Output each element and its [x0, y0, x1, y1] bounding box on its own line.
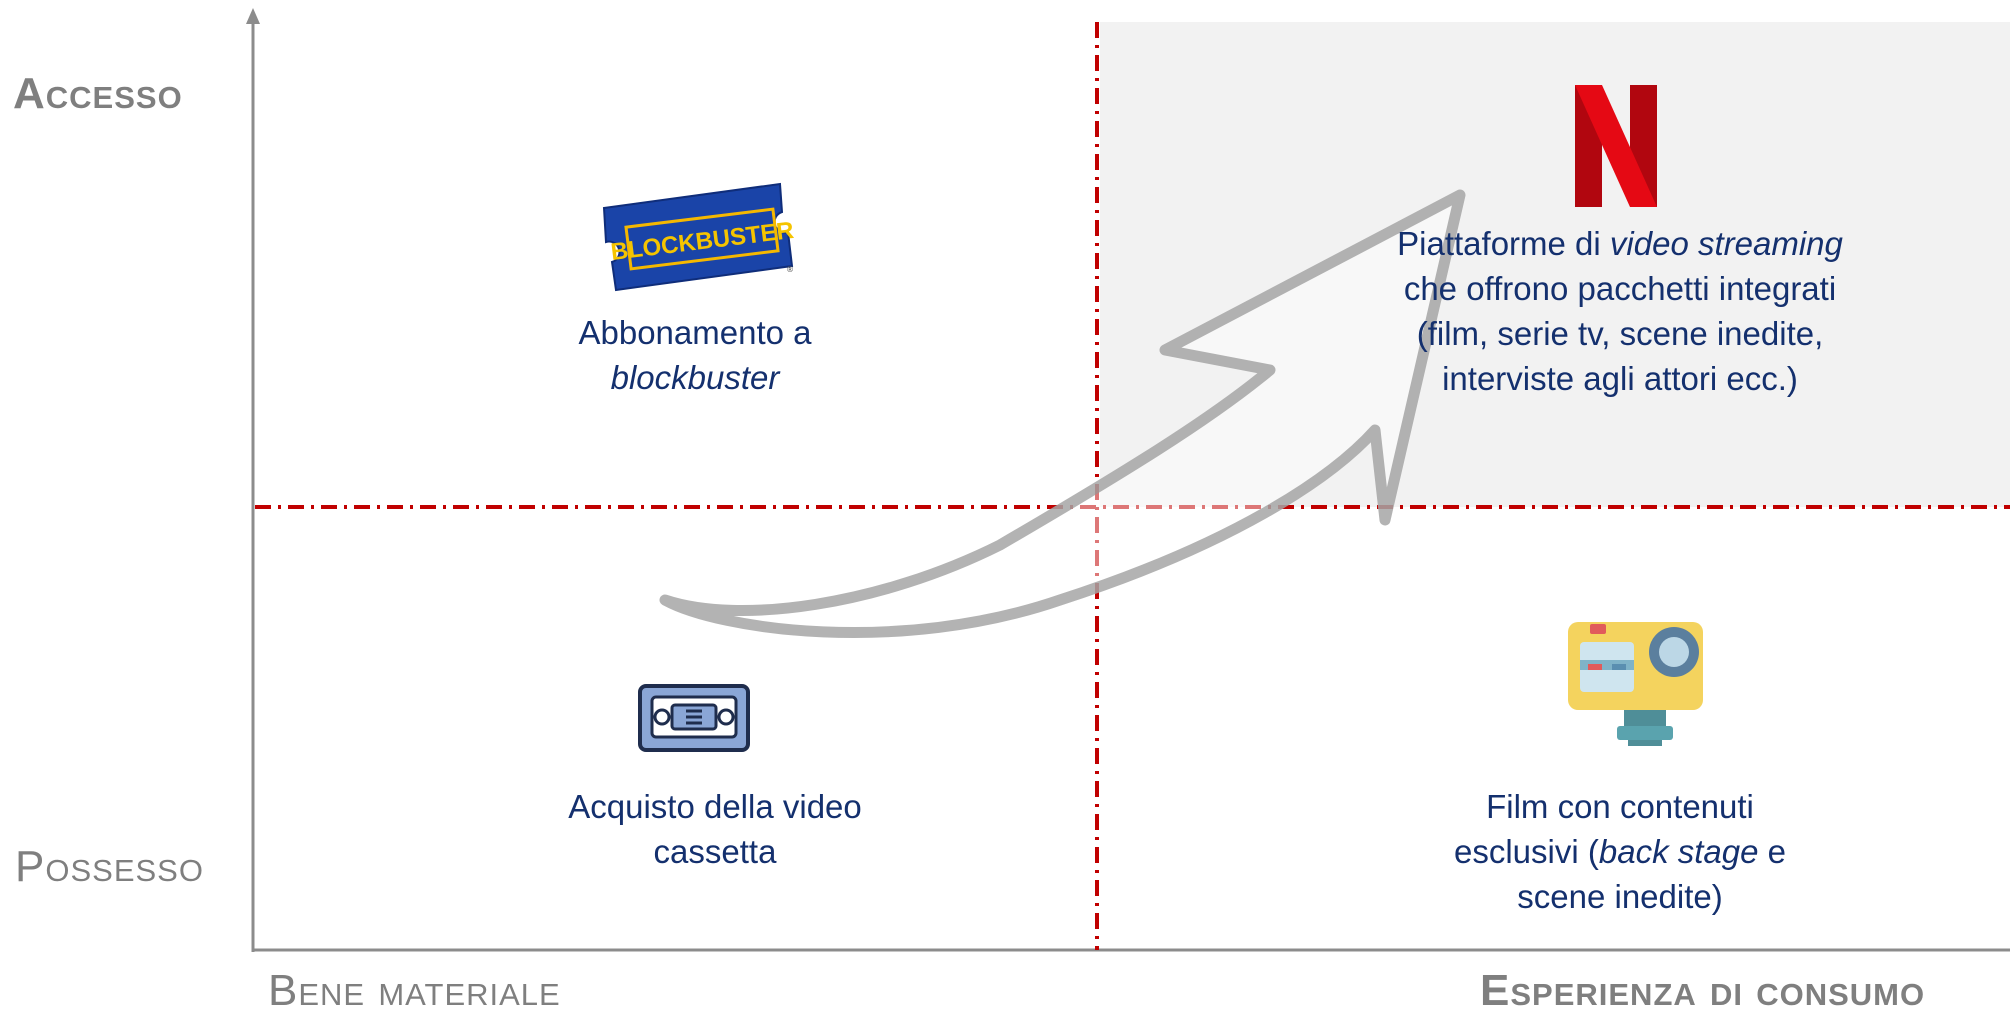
caption-top-right-line2: che offrono pacchetti integrati — [1403, 270, 1837, 307]
caption-top-left-line2: blockbuster — [610, 359, 780, 396]
caption-top-right-line3: (film, serie tv, scene inedite, — [1416, 315, 1824, 352]
caption-top-right-prefix: Piattaforme di — [1397, 225, 1610, 262]
caption-bottom-right-suffix: e — [1758, 833, 1786, 870]
y-axis-top-label: Accesso — [13, 69, 183, 118]
caption-bottom-right: Film con contenuti esclusivi (back stage… — [1420, 784, 1820, 919]
videocassette-icon — [638, 684, 750, 752]
caption-bottom-left-line1: Acquisto della video — [568, 788, 862, 825]
caption-top-right: Piattaforme di video streaming che offro… — [1370, 221, 1870, 401]
caption-bottom-left-line2: cassetta — [653, 833, 777, 870]
caption-top-right-line4: interviste agli attori ecc.) — [1442, 360, 1798, 397]
action-camera-icon — [1568, 622, 1703, 746]
y-axis-bottom-label: Possesso — [15, 842, 204, 891]
highlight-quadrant — [1100, 22, 2010, 507]
netflix-logo — [1575, 85, 1657, 207]
x-axis-left-label: Bene materiale — [268, 966, 561, 1015]
x-axis-right-label: Esperienza di consumo — [1480, 966, 1926, 1015]
caption-top-right-italic: video streaming — [1609, 225, 1843, 262]
svg-text:®: ® — [786, 265, 794, 274]
curved-arrow — [659, 189, 1466, 639]
caption-bottom-left: Acquisto della video cassetta — [535, 784, 895, 874]
caption-top-left-line1: Abbonamento a — [578, 314, 812, 351]
caption-bottom-right-italic: back stage — [1598, 833, 1759, 870]
caption-top-left: Abbonamento a blockbuster — [545, 310, 845, 400]
caption-bottom-right-prefix: esclusivi ( — [1454, 833, 1599, 870]
caption-bottom-right-line1: Film con contenuti — [1486, 788, 1754, 825]
y-axis-arrowhead — [246, 8, 260, 24]
caption-bottom-right-line3: scene inedite) — [1517, 878, 1723, 915]
blockbuster-logo: BLOCKBUSTER ® — [602, 182, 795, 292]
